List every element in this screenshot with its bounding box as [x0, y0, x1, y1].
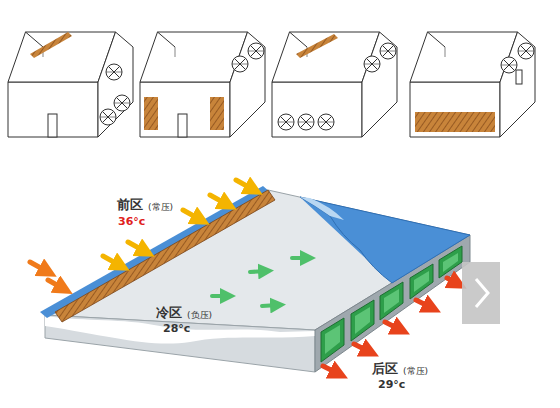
cool-air-arrows-part [212, 294, 228, 298]
house-sketch-1-part [48, 114, 57, 137]
house-sketch-3-part [278, 114, 294, 130]
exhaust-air-arrows-part [354, 344, 370, 352]
hot-air-arrows-part [128, 242, 146, 252]
zone-name: 冷区 [156, 306, 182, 321]
hot-air-arrows-part [48, 280, 64, 289]
temperature-value: 36°c [118, 216, 145, 229]
exhaust-fans-part [380, 282, 403, 320]
house-sketch-2 [140, 32, 265, 137]
greenhouse-cutaway-part [45, 190, 470, 330]
house-sketch-1-part [8, 32, 133, 137]
house-sketch-1-part [100, 109, 116, 125]
slider-button-part [476, 279, 488, 307]
house-sketch-2-part [178, 114, 187, 137]
house-sketch-4-part [501, 57, 517, 73]
hot-air-arrows-part [103, 256, 121, 266]
house-sketch-3 [272, 32, 397, 137]
temperature-value: 28°c [163, 323, 190, 336]
greenhouse-cutaway-part [45, 315, 315, 372]
house-sketch-2-part [144, 97, 158, 130]
house-sketch-3-part [380, 43, 396, 59]
exhaust-fans-part [325, 325, 340, 354]
house-sketch-4-part [518, 43, 534, 59]
house-sketch-3-part [318, 114, 334, 130]
house-sketch-3-part [298, 114, 314, 130]
exhaust-air-arrows-part [416, 300, 432, 308]
hot-air-arrows-part [183, 210, 201, 220]
pressure-note: (常压) [403, 366, 428, 376]
exhaust-fans-part [439, 246, 462, 278]
house-sketch-2-part [232, 56, 248, 72]
house-sketch-3-part [364, 56, 380, 72]
house-sketch-2-part [140, 32, 265, 137]
exhaust-air-arrows [323, 278, 458, 374]
cool-air-arrows-part [292, 256, 308, 260]
cool-air-arrows [212, 258, 308, 306]
exhaust-air-arrows-part [323, 366, 339, 374]
greenhouse-cutaway-part [300, 197, 470, 283]
house-sketch-1-part [106, 64, 122, 80]
greenhouse-cutaway-part [55, 190, 275, 322]
greenhouse-cutaway-part [45, 316, 315, 344]
pressure-note: (负压) [187, 310, 212, 320]
exhaust-fans-part [443, 253, 458, 272]
hot-air-arrows [30, 180, 254, 289]
exhaust-fans-part [351, 300, 374, 341]
exhaust-fans-part [321, 318, 344, 362]
greenhouse-cutaway-part [300, 197, 344, 220]
exhaust-air-arrows-part [385, 322, 401, 330]
greenhouse-cutaway-part [300, 197, 470, 283]
house-sketch-4 [410, 32, 535, 137]
zone-name: 后区 [372, 362, 398, 377]
hot-air-arrows-part [30, 262, 48, 272]
exhaust-fans-part [384, 289, 399, 313]
house-sketch-4-part [415, 112, 495, 132]
house-sketch-3-part [296, 34, 338, 58]
house-sketch-1 [8, 32, 133, 137]
exhaust-fans-part [355, 307, 370, 334]
greenhouse-cutaway-part [40, 186, 270, 318]
slider-button-part [462, 262, 500, 324]
hot-air-arrows-part [210, 195, 228, 205]
hot-air-arrows-part [236, 180, 254, 190]
pressure-note: (常压) [148, 202, 173, 212]
house-sketch-1-part [114, 95, 130, 111]
exhaust-fans [321, 246, 462, 362]
temperature-value: 29°c [378, 379, 405, 392]
house-sketch-2-part [210, 97, 224, 130]
slider-button [462, 262, 500, 324]
house-sketch-3-part [272, 32, 397, 137]
house-sketch-1-part [30, 32, 72, 58]
exhaust-fans-part [410, 264, 433, 299]
house-sketch-4-part [516, 70, 522, 84]
house-sketch-4-part [410, 32, 535, 137]
zone-name: 前区 [117, 198, 143, 213]
cool-air-arrows-part [250, 271, 266, 272]
exhaust-air-arrows-part [447, 278, 458, 284]
cool-air-arrows-part [262, 305, 278, 306]
exhaust-fans-part [414, 271, 429, 292]
house-sketch-2-part [248, 43, 264, 59]
greenhouse-cutaway [40, 186, 470, 372]
